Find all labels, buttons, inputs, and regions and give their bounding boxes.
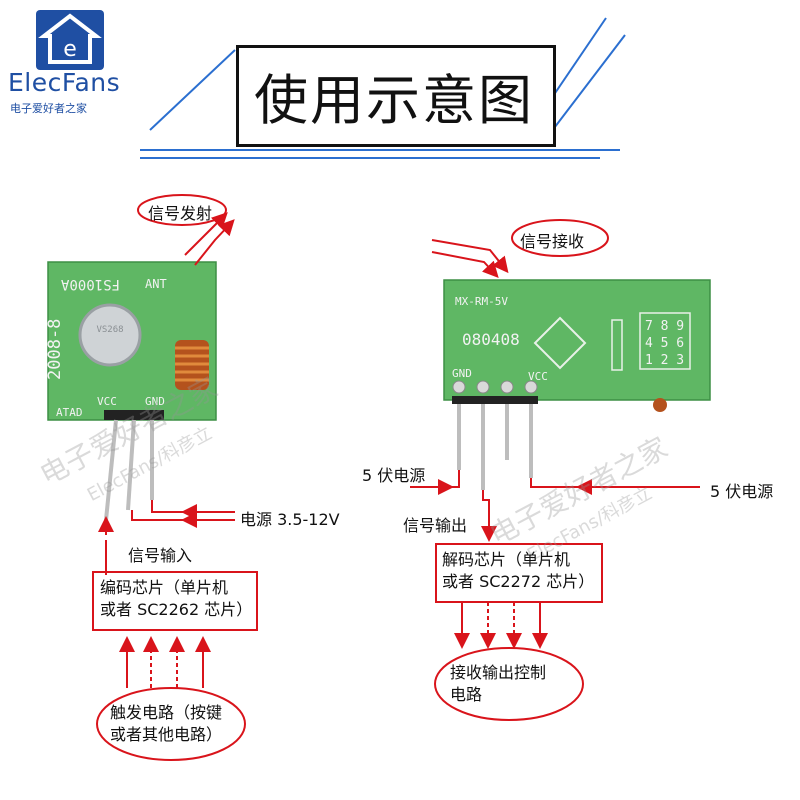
svg-text:080408: 080408	[462, 330, 520, 349]
trigger-line-2: 或者其他电路）	[110, 725, 223, 744]
control-line-1: 接收输出控制	[450, 663, 547, 682]
tx-power-label: 电源 3.5-12V	[240, 510, 340, 529]
svg-text:7 8 9: 7 8 9	[645, 319, 684, 334]
svg-text:1 2 3: 1 2 3	[645, 353, 684, 368]
signal-output-label: 信号输出	[403, 516, 468, 535]
svg-text:VCC: VCC	[528, 370, 548, 383]
transmitter-board: FS1000A 2008-8 VS268 ANT GND VCC ATAD	[45, 261, 217, 521]
decoder-line-2: 或者 SC2272 芯片）	[442, 572, 595, 591]
page-title: 使用示意图	[254, 68, 534, 132]
trigger-line-1: 触发电路（按键	[110, 703, 223, 722]
logo-name: ElecFans	[8, 68, 121, 97]
svg-text:VCC: VCC	[97, 395, 117, 408]
svg-text:ANT: ANT	[145, 277, 167, 291]
signal-emit-label: 信号发射	[148, 204, 213, 223]
svg-text:VS268: VS268	[96, 325, 123, 335]
logo-subtitle: 电子爱好者之家	[10, 102, 87, 115]
control-circuit: 接收输出控制 电路	[450, 662, 546, 706]
logo-mark: e	[36, 10, 104, 70]
rx-power-left-label: 5 伏电源	[362, 466, 426, 485]
rx-power-right-label: 5 伏电源	[710, 482, 774, 501]
signal-receive-label: 信号接收	[520, 232, 585, 251]
decoder-chip-box: 解码芯片（单片机 或者 SC2272 芯片）	[442, 549, 594, 593]
encoder-line-2: 或者 SC2262 芯片）	[100, 600, 253, 619]
svg-text:GND: GND	[145, 395, 165, 408]
encoder-chip-box: 编码芯片（单片机 或者 SC2262 芯片）	[100, 577, 252, 621]
svg-text:e: e	[63, 37, 77, 62]
svg-text:MX-RM-5V: MX-RM-5V	[455, 295, 508, 308]
signal-input-label: 信号输入	[128, 546, 193, 565]
svg-text:GND: GND	[452, 367, 472, 380]
svg-text:4 5 6: 4 5 6	[645, 336, 684, 351]
trigger-circuit: 触发电路（按键 或者其他电路）	[110, 702, 222, 746]
control-line-2: 电路	[450, 685, 483, 704]
encoder-line-1: 编码芯片（单片机	[100, 578, 229, 597]
svg-text:FS1000A: FS1000A	[60, 276, 120, 292]
receiver-board: MX-RM-5V 080408 7 8 9 4 5 6 1 2 3 GND VC…	[443, 279, 711, 490]
house-icon: e	[38, 13, 102, 64]
svg-text:2008-8: 2008-8	[45, 319, 65, 380]
decoder-line-1: 解码芯片（单片机	[442, 550, 571, 569]
svg-text:ATAD: ATAD	[56, 406, 83, 419]
title-frame	[236, 45, 556, 147]
